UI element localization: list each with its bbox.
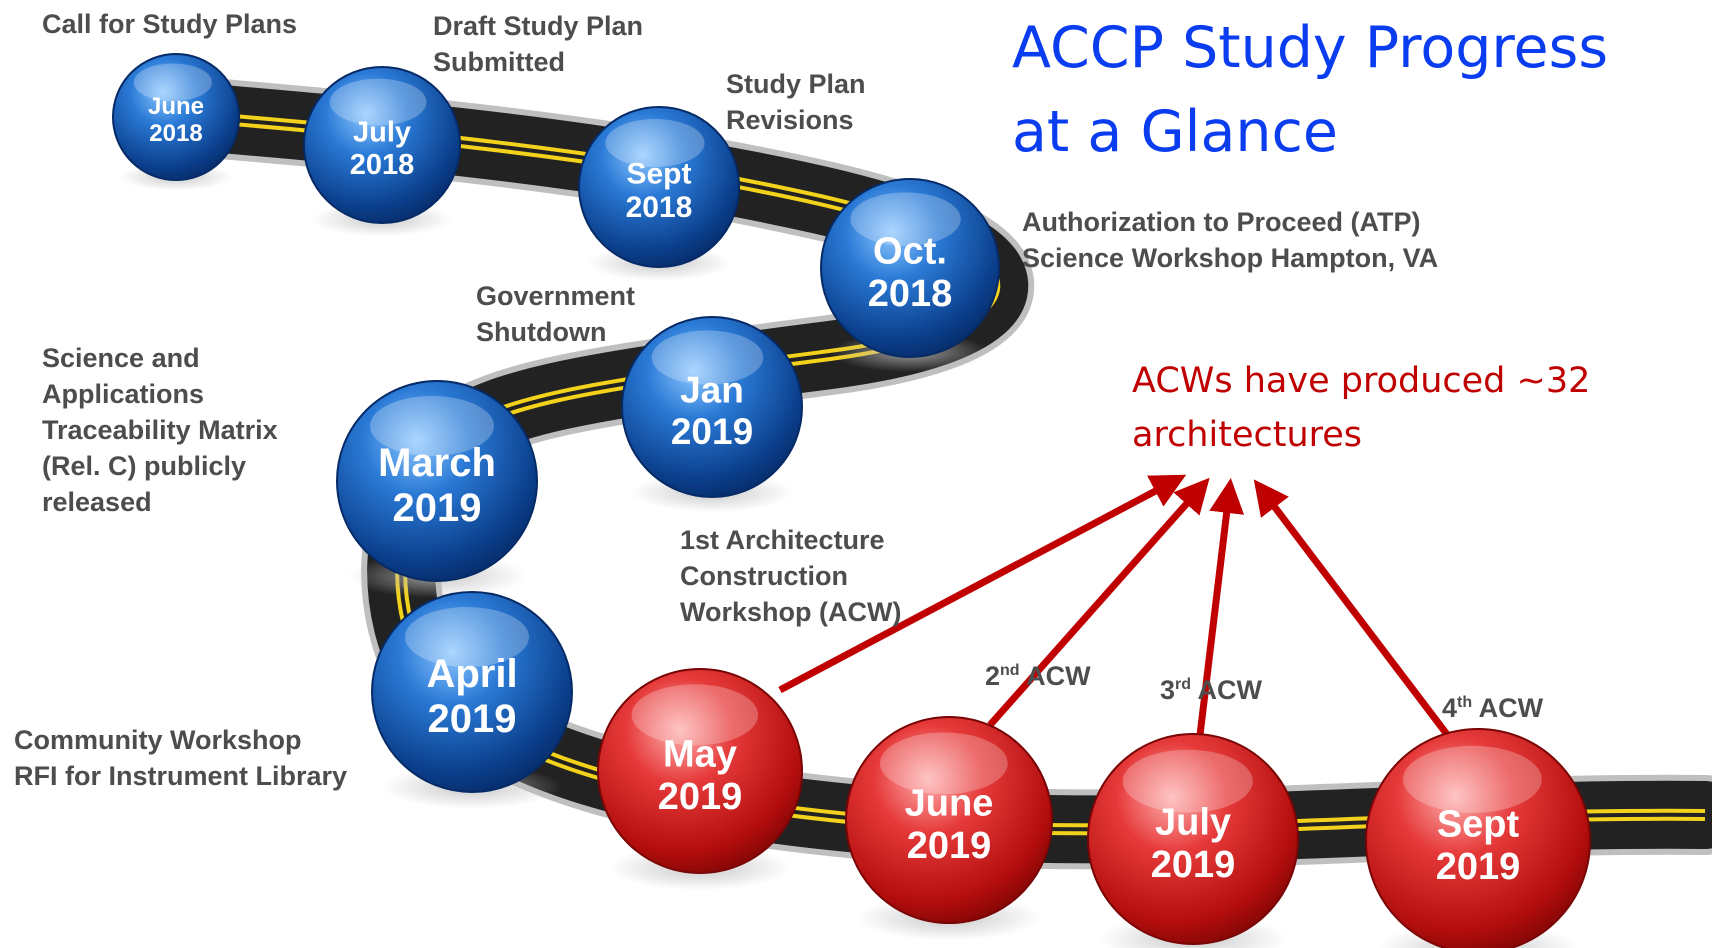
milestone-month: Jan <box>680 370 744 411</box>
label-acw3: 3rd ACW <box>1160 675 1263 705</box>
milestone-highlight <box>405 607 529 667</box>
milestone-circle <box>578 106 740 268</box>
note-line-1: ACWs have produced ~32 <box>1132 361 1591 401</box>
label-draft-plan-line-1: Draft Study Plan <box>433 11 644 41</box>
milestone-circle <box>597 668 803 874</box>
architectures-note: ACWs have produced ~32 architectures <box>1132 354 1590 462</box>
milestone-highlight <box>651 330 764 385</box>
label-shutdown-line-1: Government <box>476 281 636 311</box>
milestone-month: Oct. <box>873 230 947 272</box>
milestone-circle <box>845 716 1053 924</box>
label-atp-line-1: Authorization to Proceed (ATP) <box>1022 207 1421 237</box>
label-acw1: 1st Architecture Construction Workshop (… <box>680 522 901 630</box>
milestone-year: 2018 <box>350 149 415 181</box>
milestone-month: April <box>426 652 517 696</box>
label-acw4: 4th ACW <box>1442 693 1544 723</box>
title-line-2: at a Glance <box>1012 99 1338 165</box>
milestone-oct-2018: Oct.2018 <box>820 178 1000 373</box>
label-satm: Science and Applications Traceability Ma… <box>42 340 278 520</box>
label-community-line-2: RFI for Instrument Library <box>14 761 348 791</box>
milestone-circle <box>336 380 538 582</box>
milestone-highlight <box>329 78 427 126</box>
milestone-year: 2018 <box>149 120 202 147</box>
milestone-highlight <box>631 684 759 746</box>
label-acw1-line-3: Workshop (ACW) <box>680 597 902 627</box>
milestone-year: 2019 <box>428 697 517 741</box>
label-revisions: Study Plan Revisions <box>726 66 866 138</box>
label-acw1-line-2: Construction <box>680 561 848 591</box>
milestone-year: 2019 <box>1151 844 1236 886</box>
milestone-year: 2019 <box>671 411 753 452</box>
milestone-month: May <box>663 733 737 775</box>
milestone-year: 2019 <box>1436 846 1521 888</box>
milestone-circle <box>1365 728 1591 948</box>
label-atp-line-2: Science Workshop Hampton, VA <box>1022 243 1439 273</box>
milestone-year: 2019 <box>907 825 992 867</box>
arrow-july <box>1196 478 1245 736</box>
milestone-month: July <box>1155 801 1231 843</box>
milestone-month: June <box>148 93 204 120</box>
milestone-year: 2018 <box>626 191 693 224</box>
label-community-line-1: Community Workshop <box>14 725 302 755</box>
milestone-circle <box>1087 733 1299 945</box>
milestone-circle <box>621 316 803 498</box>
milestone-month: Sept <box>1437 803 1520 845</box>
arrow-sept <box>1253 479 1458 748</box>
milestone-month: Sept <box>626 157 691 190</box>
label-satm-line-5: released <box>42 487 152 517</box>
arrows <box>778 474 1458 748</box>
milestone-year: 2018 <box>868 273 953 315</box>
label-community: Community Workshop RFI for Instrument Li… <box>14 722 347 794</box>
milestone-year: 2019 <box>658 776 743 818</box>
title-line-1: ACCP Study Progress <box>1012 15 1609 81</box>
label-satm-line-2: Applications <box>42 379 205 409</box>
label-draft-plan: Draft Study Plan Submitted <box>433 8 643 80</box>
label-revisions-line-1: Study Plan <box>726 69 866 99</box>
milestone-highlight <box>605 119 705 167</box>
label-atp: Authorization to Proceed (ATP) Science W… <box>1022 204 1438 276</box>
label-call-for-plans: Call for Study Plans <box>42 9 298 39</box>
milestone-year: 2019 <box>393 486 482 530</box>
milestone-highlight <box>370 396 494 456</box>
milestone-circle <box>371 591 573 793</box>
milestone-highlight <box>1122 749 1253 813</box>
label-shutdown-line-2: Shutdown <box>476 317 607 347</box>
arrow-june <box>987 477 1210 728</box>
label-satm-line-4: (Rel. C) publicly <box>42 451 247 481</box>
milestone-month: March <box>378 441 496 485</box>
milestone-highlight <box>850 192 961 246</box>
milestone-month: July <box>353 117 411 149</box>
milestone-circle <box>820 178 1000 358</box>
label-satm-line-1: Science and <box>42 343 200 373</box>
milestone-circle <box>112 53 240 181</box>
label-revisions-line-2: Revisions <box>726 105 854 135</box>
note-line-2: architectures <box>1132 415 1363 455</box>
milestone-month: June <box>905 782 994 824</box>
milestone-circle <box>303 66 461 224</box>
label-draft-plan-line-2: Submitted <box>433 47 565 77</box>
milestone-highlight <box>1402 745 1542 814</box>
label-satm-line-3: Traceability Matrix <box>42 415 278 445</box>
page-title: ACCP Study Progress at a Glance <box>1012 6 1608 174</box>
milestone-highlight <box>133 63 212 102</box>
label-acw1-line-1: 1st Architecture <box>680 525 885 555</box>
arrow-may <box>778 474 1187 694</box>
label-acw2: 2nd ACW <box>985 661 1091 691</box>
label-shutdown: Government Shutdown <box>476 278 635 350</box>
milestone-highlight <box>879 732 1008 795</box>
